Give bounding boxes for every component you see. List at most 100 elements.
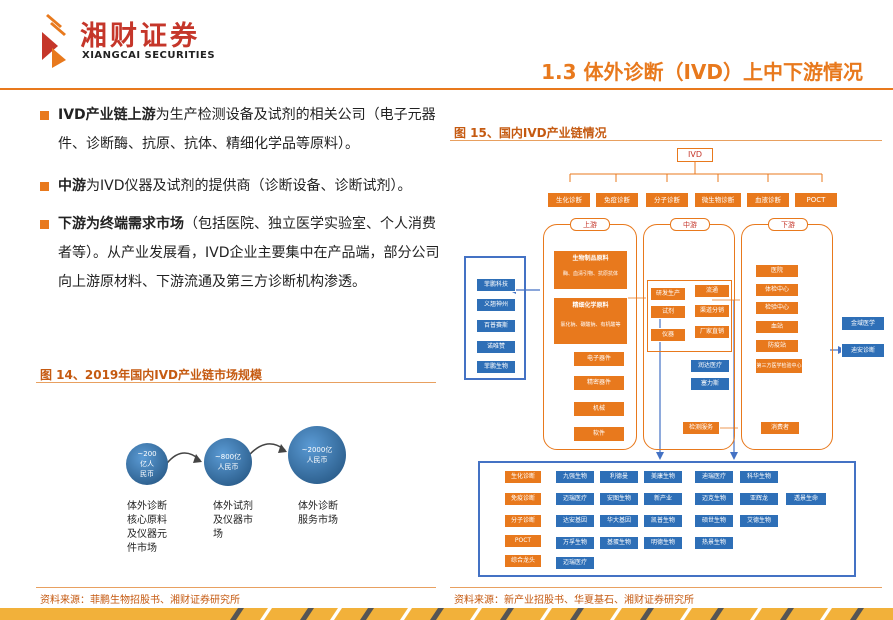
bullet-text: 为IVD仪器及试剂的提供商（诊断设备、诊断试剂）。 <box>86 178 412 194</box>
upstream-company: 义翘神州 <box>476 298 516 312</box>
logo-name: 湘财证券 <box>80 21 200 52</box>
chem-materials-box: 精细化学原料 氯化钠、碳酸钠、有机酸等 <box>553 297 628 345</box>
down-third-party: 第三方医学检验中心 <box>755 358 803 374</box>
company-cell: 基蛋生物 <box>599 536 639 550</box>
mid-reagent: 试剂 <box>650 305 686 319</box>
testing-service: 检测服务 <box>682 421 720 435</box>
market-value-3: ~2000亿 人民币 <box>301 446 333 464</box>
downstream-frame <box>741 224 833 450</box>
company-cell: 万孚生物 <box>555 536 595 550</box>
category-poct: POCT <box>794 192 838 208</box>
upstream-mechanical: 机械 <box>573 401 625 417</box>
row-label: 综合龙头 <box>504 554 542 568</box>
stage-upstream: 上游 <box>570 218 610 231</box>
market-circle-1: ~200 亿人 民币 <box>126 443 168 485</box>
consumer: 消费者 <box>760 421 800 435</box>
company-cell: 美康生物 <box>643 470 683 484</box>
company-cell: 迈克生物 <box>694 492 734 506</box>
figure14-source: 资料来源：菲鹏生物招股书、湘财证券研究所 <box>40 595 240 606</box>
bullet-bold: 下游为终端需求市场 <box>58 216 184 232</box>
row-label: 生化诊断 <box>504 470 542 484</box>
bullet-text: 为生产检测设备及试剂的相关公司（电子元器件、诊断酶、抗原、抗体、精细化学品等原料… <box>58 107 436 152</box>
down-checkup: 体检中心 <box>755 283 799 297</box>
bio-materials-title: 生物制品原料 <box>572 255 609 262</box>
company-cell: 热景生物 <box>694 536 734 550</box>
upstream-companies-frame <box>464 256 526 380</box>
bullet-square-icon <box>40 220 49 229</box>
company-cell: 艾德生物 <box>739 514 779 528</box>
category-blood: 血液诊断 <box>746 192 790 208</box>
stage-midstream: 中游 <box>670 218 710 231</box>
footer-stripes <box>0 608 893 620</box>
down-company: 金域医学 <box>841 316 885 331</box>
down-hospital: 医院 <box>755 264 799 278</box>
down-epidemic: 防疫站 <box>755 339 799 353</box>
row-label: 分子诊断 <box>504 514 542 528</box>
bullet-midstream: 中游为IVD仪器及试剂的提供商（诊断设备、诊断试剂）。 <box>40 172 440 201</box>
company-cell: 九强生物 <box>555 470 595 484</box>
bio-materials-items: 酶、血清引物、抗原抗体 <box>562 271 618 277</box>
upstream-company: 百普赛斯 <box>476 319 516 333</box>
mid-distribution: 流通 <box>694 284 730 298</box>
row-label: POCT <box>504 534 542 548</box>
figure15-source: 资料来源：新产业招股书、华夏基石、湘财证券研究所 <box>454 595 694 606</box>
market-caption-3: 体外诊断 服务市场 <box>298 501 338 526</box>
section-title: 1.3 体外诊断（IVD）上中下游情况 <box>541 60 863 84</box>
figure15-rule <box>450 140 882 141</box>
company-cell: 亚辉龙 <box>739 492 779 506</box>
market-caption-1: 体外诊断 核心原料 及仪器元 件市场 <box>127 501 167 554</box>
mid-channel: 渠道分销 <box>694 304 730 318</box>
company-cell: 透景生命 <box>785 492 827 506</box>
chem-materials-title: 精细化学原料 <box>572 302 609 309</box>
chem-materials-items: 氯化钠、碳酸钠、有机酸等 <box>560 322 621 328</box>
company-cell: 迪瑞医疗 <box>694 470 734 484</box>
down-bloodbank: 血站 <box>755 320 799 334</box>
row-label: 免疫诊断 <box>504 492 542 506</box>
market-caption-2: 体外试剂 及仪器市 场 <box>213 501 253 540</box>
bullet-bold: IVD产业链上游 <box>58 107 156 123</box>
company-cell: 明德生物 <box>643 536 683 550</box>
company-cell: 迈瑞医疗 <box>555 556 595 570</box>
bio-materials-box: 生物制品原料 酶、血清引物、抗原抗体 <box>553 250 628 290</box>
company-cell: 凯普生物 <box>643 514 683 528</box>
company-cell: 达安基因 <box>555 514 595 528</box>
company-cell: 华大基因 <box>599 514 639 528</box>
category-biochemical: 生化诊断 <box>547 192 591 208</box>
figure15-source-rule <box>450 587 882 588</box>
mid-rd: 研发生产 <box>650 287 686 301</box>
figure14-source-rule <box>36 587 436 588</box>
company-cell: 硕世生物 <box>694 514 734 528</box>
upstream-software: 软件 <box>573 426 625 442</box>
ivd-root: IVD <box>677 148 713 162</box>
market-circle-2: ~800亿 人民币 <box>204 438 252 486</box>
category-molecular: 分子诊断 <box>645 192 689 208</box>
category-immuno: 免疫诊断 <box>595 192 639 208</box>
figure14-title: 图 14、2019年国内IVD产业链市场规模 <box>40 368 262 382</box>
bullet-square-icon <box>40 182 49 191</box>
midstream-inner-frame <box>647 280 732 352</box>
figure14-rule <box>36 382 436 383</box>
bullet-text: （包括医院、独立医学实验室、个人消费者等）。从产业发展看，IVD企业主要集中在产… <box>58 216 440 290</box>
down-company: 迪安诊断 <box>841 343 885 358</box>
logo-mark-icon <box>42 14 66 68</box>
bullet-bold: 中游 <box>58 178 86 194</box>
header-divider <box>0 88 893 90</box>
figure15-title: 图 15、国内IVD产业链情况 <box>454 126 607 140</box>
company-cell: 安图生物 <box>599 492 639 506</box>
mid-instrument: 仪器 <box>650 328 686 342</box>
bullet-downstream: 下游为终端需求市场（包括医院、独立医学实验室、个人消费者等）。从产业发展看，IV… <box>40 210 440 297</box>
down-lab: 检验中心 <box>755 301 799 315</box>
category-microbio: 微生物诊断 <box>694 192 742 208</box>
mid-company: 塞力斯 <box>690 377 730 391</box>
bullet-square-icon <box>40 111 49 120</box>
market-value-1: ~200 亿人 民币 <box>137 450 157 478</box>
company-cell: 利德曼 <box>599 470 639 484</box>
bullet-upstream: IVD产业链上游为生产检测设备及试剂的相关公司（电子元器件、诊断酶、抗原、抗体、… <box>40 101 440 159</box>
upstream-company: 诺唯赞 <box>476 340 516 354</box>
mid-direct: 厂家直销 <box>694 325 730 339</box>
company-cell: 科华生物 <box>739 470 779 484</box>
upstream-electronics: 电子器件 <box>573 351 625 367</box>
upstream-precision: 精密器件 <box>573 375 625 391</box>
company-cell: 迈瑞医疗 <box>555 492 595 506</box>
company-table-frame <box>478 461 856 577</box>
